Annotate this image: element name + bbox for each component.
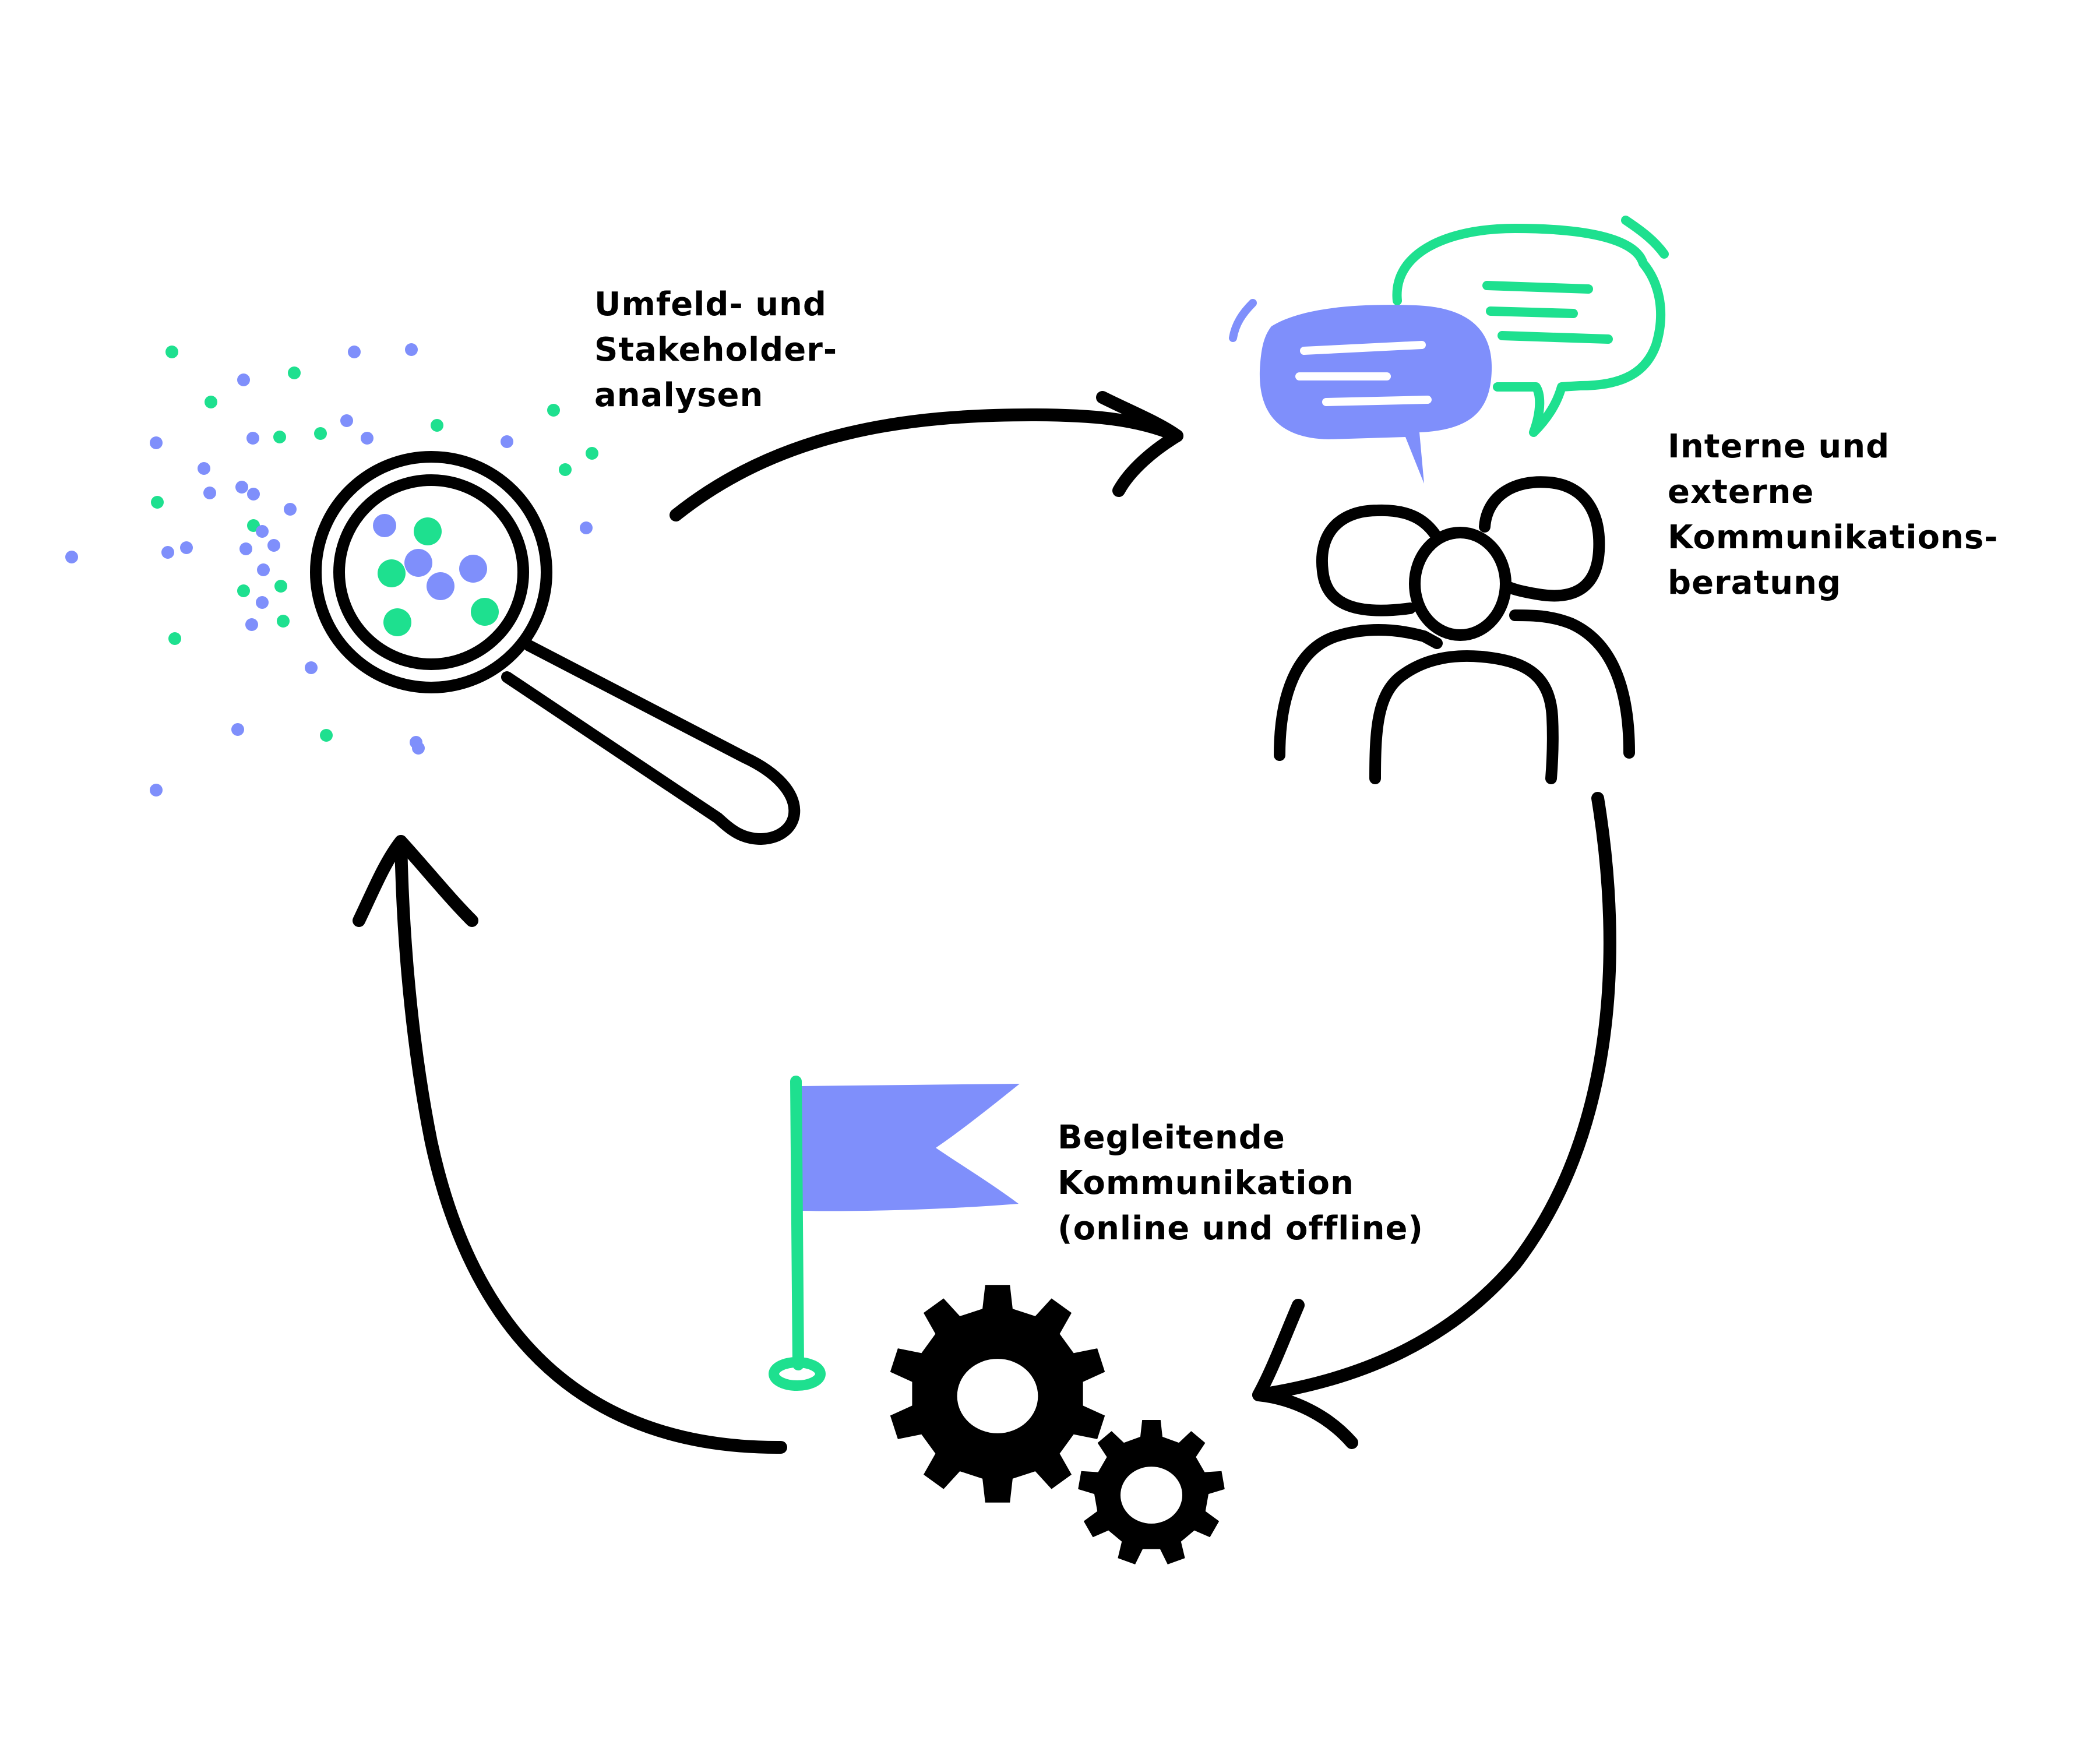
data-point [151, 496, 164, 509]
data-point [274, 580, 287, 593]
label-consulting-line-1: Interne und [1668, 428, 1890, 466]
data-point [235, 481, 248, 494]
data-point [361, 432, 374, 445]
data-point [412, 742, 425, 755]
data-point [246, 432, 259, 445]
people-group-icon [1274, 476, 1635, 784]
data-point [501, 435, 513, 448]
data-point [340, 414, 353, 427]
data-point [165, 346, 178, 358]
data-point [405, 343, 418, 356]
data-point [284, 503, 297, 516]
label-communication-line-1: Begleitende [1058, 1119, 1285, 1157]
data-point [180, 541, 193, 554]
data-point [288, 366, 301, 379]
data-point [231, 723, 244, 736]
data-point [348, 346, 361, 358]
data-point [586, 447, 598, 460]
cycle-arrow-top [670, 391, 1183, 521]
data-point [150, 784, 163, 797]
label-communication-line-2: Kommunikation [1058, 1164, 1354, 1202]
label-consulting: Interne und externe Kommunikations- bera… [1668, 424, 1998, 606]
data-point [257, 563, 270, 576]
data-point [239, 542, 252, 555]
data-point [267, 539, 280, 552]
label-communication-line-3: (online und offline) [1058, 1210, 1424, 1247]
data-point [547, 404, 560, 417]
data-points-scatter [65, 343, 598, 797]
cycle-arrow-right [1252, 792, 1616, 1449]
label-communication: Begleitende Kommunikation (online und of… [1058, 1115, 1424, 1252]
label-analysis: Umfeld- und Stakeholder- analysen [594, 282, 837, 418]
data-point [277, 615, 290, 628]
data-point [150, 436, 163, 449]
data-point [431, 419, 443, 432]
label-consulting-line-3: Kommunikations- [1668, 519, 1999, 556]
magnifying-glass-icon [310, 451, 801, 845]
label-analysis-line-2: Stakeholder- [594, 331, 838, 369]
data-point [256, 596, 269, 609]
data-point [273, 431, 286, 443]
speech-bubbles-icon [1229, 216, 1669, 484]
label-analysis-line-1: Umfeld- und [594, 286, 827, 323]
data-point [168, 632, 181, 645]
data-point [245, 618, 258, 631]
data-point [237, 373, 250, 386]
data-point [203, 487, 216, 499]
data-point [205, 396, 217, 408]
gears-icon [890, 1285, 1225, 1564]
data-point [256, 525, 269, 538]
data-point [305, 661, 318, 674]
small-gear-hole [1120, 1467, 1183, 1524]
label-consulting-line-4: beratung [1668, 564, 1842, 602]
data-point [580, 521, 593, 534]
data-point [320, 729, 333, 742]
data-point [314, 427, 327, 440]
label-consulting-line-2: externe [1668, 473, 1814, 511]
flag-icon [769, 1076, 1020, 1391]
data-point [237, 584, 250, 597]
data-point [198, 462, 210, 475]
large-gear-hole [957, 1359, 1038, 1433]
data-point [247, 488, 260, 501]
lens-contents [373, 514, 499, 636]
data-point [161, 546, 174, 559]
label-analysis-line-3: analysen [594, 376, 764, 414]
data-point [65, 551, 78, 563]
data-point [559, 463, 572, 476]
cycle-arrow-left [353, 835, 787, 1454]
